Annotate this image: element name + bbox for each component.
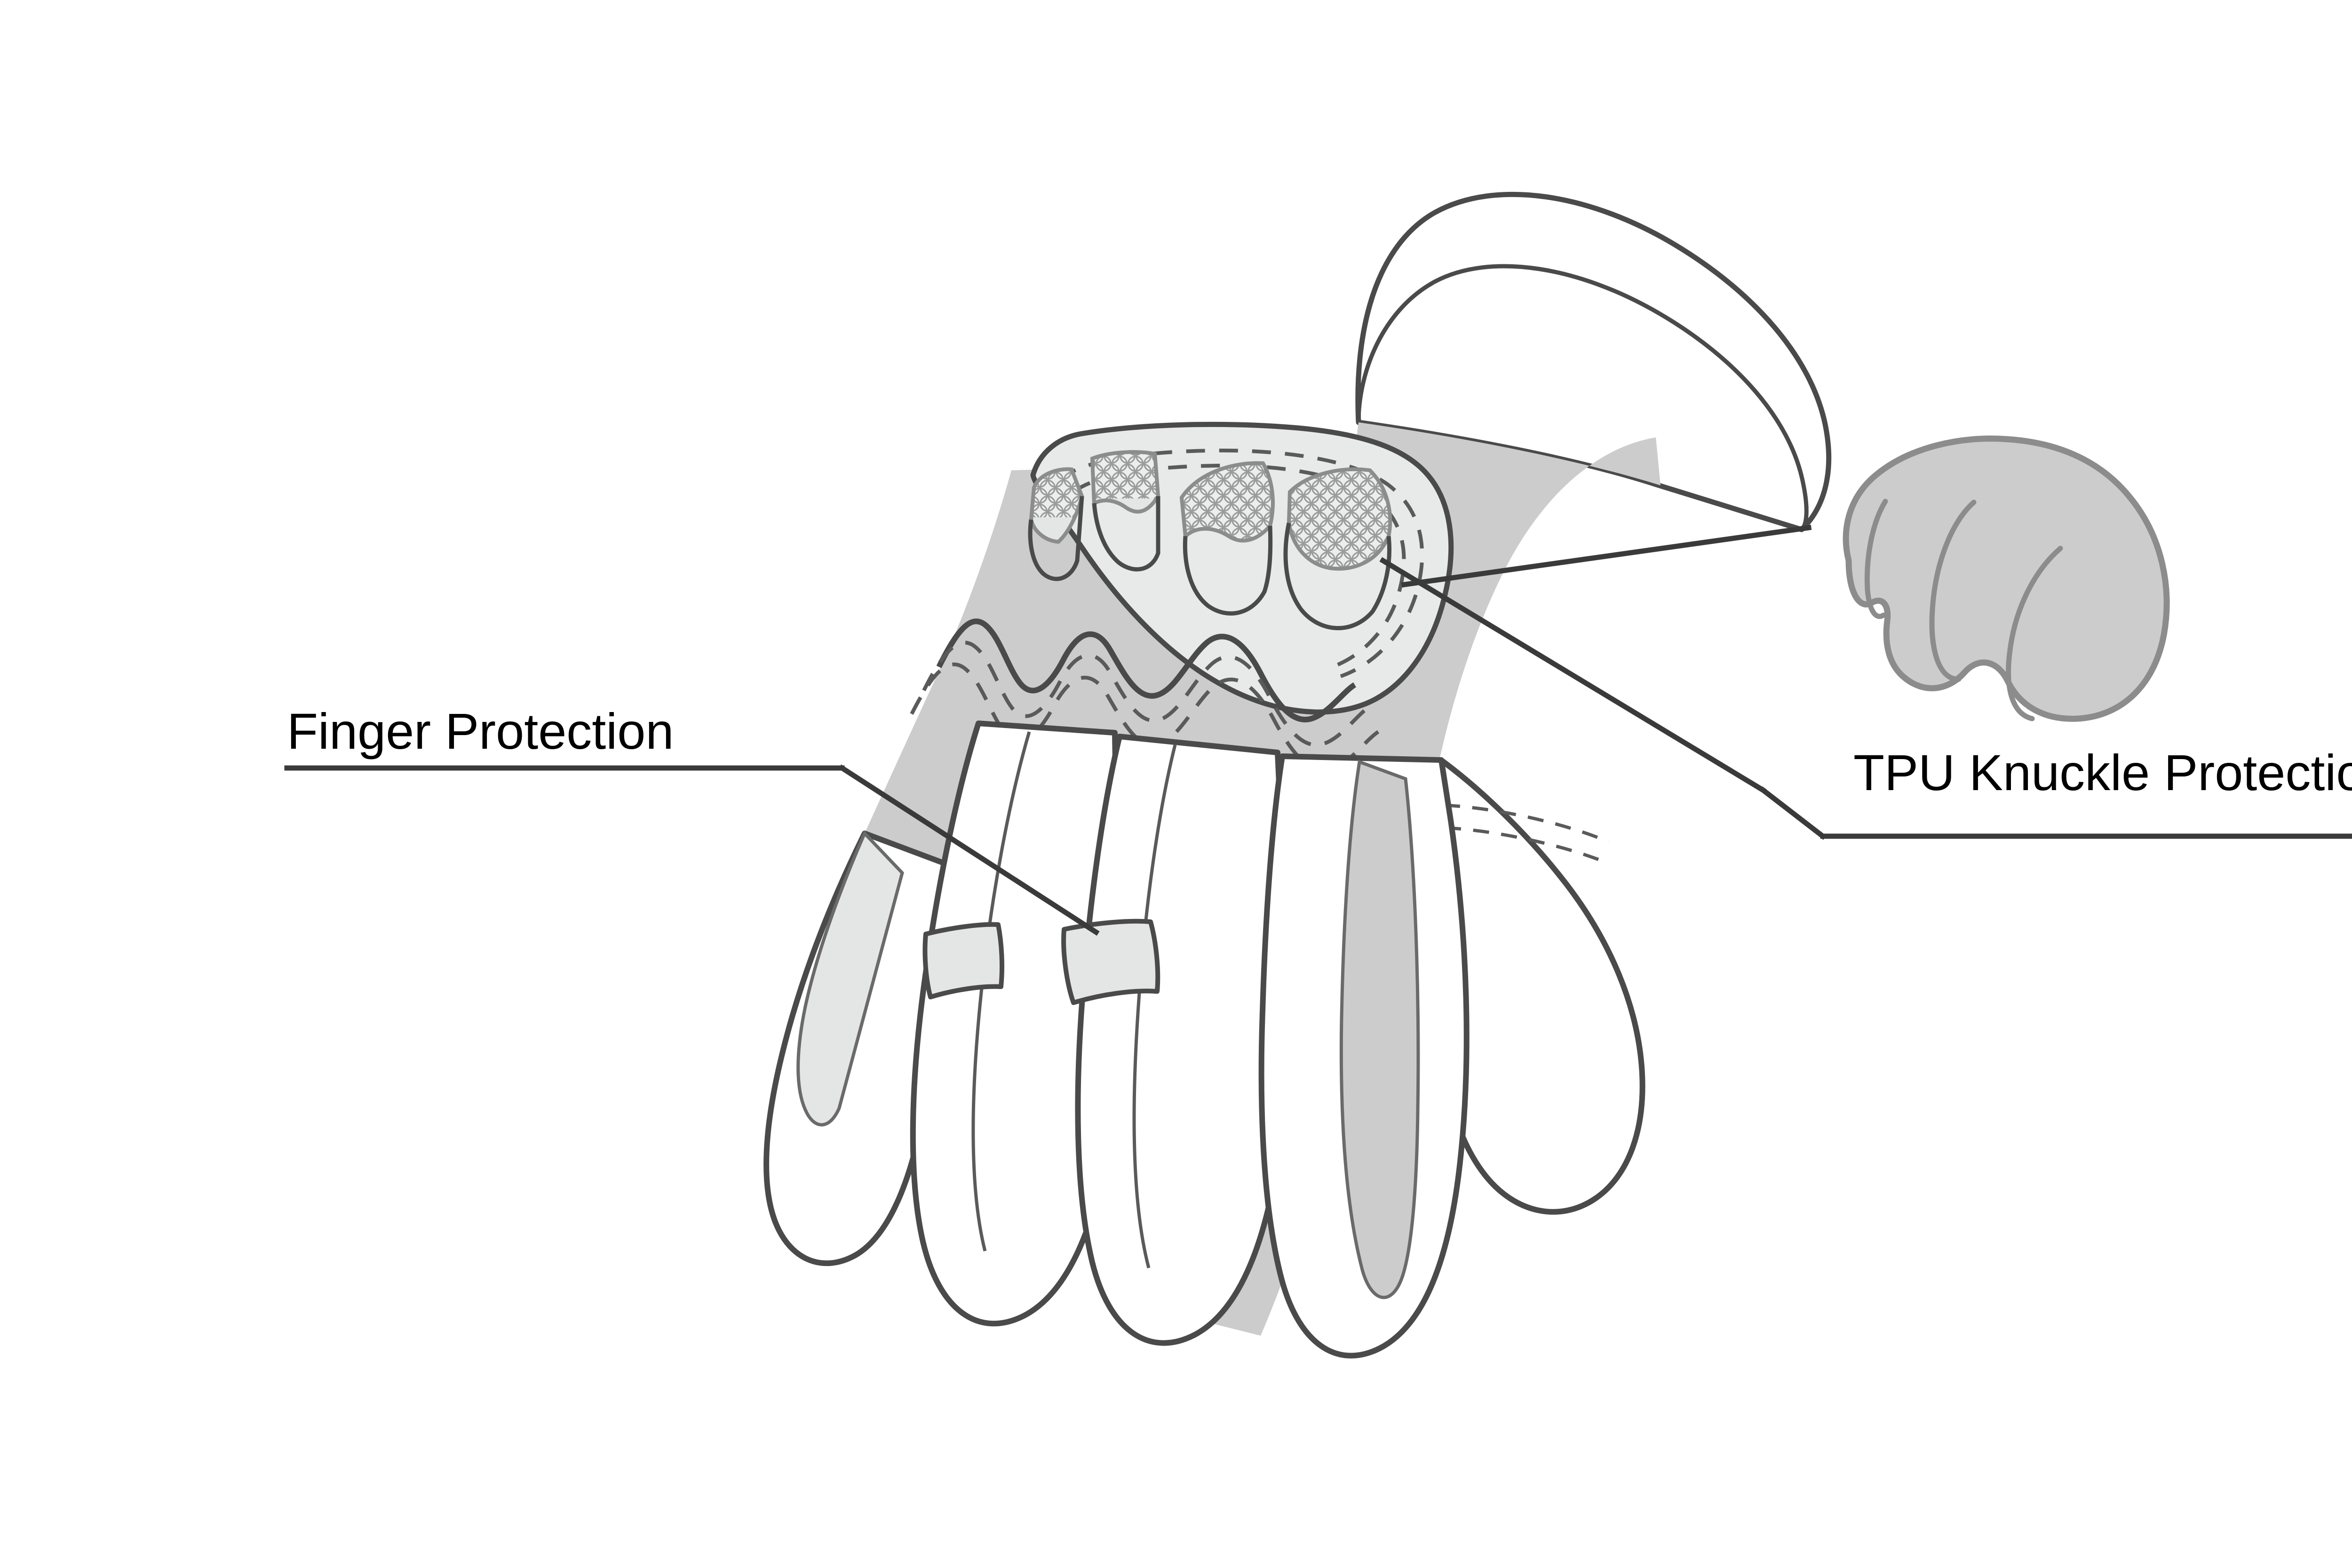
finger-protection-leader <box>838 764 1100 936</box>
tpu-detached-piece <box>1843 436 2170 722</box>
tpu-ridge-2 <box>1929 499 1977 682</box>
thumb-stitch-upper <box>1444 803 1610 844</box>
knuckle-pad-3 <box>1179 461 1275 616</box>
pinky-inner-gray-strip <box>796 830 904 1127</box>
knuckle-pads-group <box>1028 450 1392 631</box>
knuckle-pad-4 <box>1283 467 1392 631</box>
wave-seam-dash-a <box>922 641 1370 747</box>
callout-leaders <box>284 524 2352 936</box>
knuckle-pad-3-lower-edge <box>1183 525 1273 616</box>
finger-index <box>1258 753 1470 1359</box>
tpu-knuckle-leader-elbow <box>1759 786 1827 840</box>
tpu-ridge-1 <box>1864 499 1888 619</box>
ring-finger-seam <box>971 731 1031 1251</box>
knuckle-pad-2-mesh <box>1092 452 1158 499</box>
wave-seam-solid <box>936 618 1357 722</box>
finger-base-wave-seam <box>910 618 1380 772</box>
knuckle-pad-4-mesh <box>1289 469 1391 569</box>
knuckle-pad-1-lower-edge <box>1028 496 1084 581</box>
knuckle-pad-1 <box>1029 467 1084 544</box>
finger-protection-patches <box>922 919 1160 1005</box>
middle-finger-outline <box>1075 734 1293 1346</box>
wave-seam-dash-b <box>910 662 1380 772</box>
knuckle-pad-2-lower-edge <box>1092 496 1160 572</box>
finger-patch-1 <box>922 922 1004 999</box>
glove-fingers-group <box>763 721 1470 1359</box>
glove-assembly <box>763 191 1832 1359</box>
middle-finger-seam <box>1132 744 1177 1268</box>
knuckle-pad-2 <box>1090 450 1160 572</box>
finger-protection-label: Finger Protection <box>287 703 674 760</box>
thumb-stitch-lower <box>1445 826 1610 865</box>
index-finger-gray-strip <box>1339 760 1420 1299</box>
cuff-inner-seam <box>1356 264 1809 531</box>
tpu-ridge-3 <box>2006 546 2063 721</box>
tpu-piece-leader <box>1401 524 1812 588</box>
tpu-knuckle-leader <box>1379 557 1767 794</box>
tpu-knuckle-protection-label: TPU Knuckle Protection <box>1853 744 2352 801</box>
knuckle-pad-4-lower-edge <box>1283 523 1391 631</box>
tpu-piece-outline <box>1843 436 2170 722</box>
finger-middle <box>1075 734 1293 1346</box>
finger-patch-2 <box>1061 919 1160 1005</box>
